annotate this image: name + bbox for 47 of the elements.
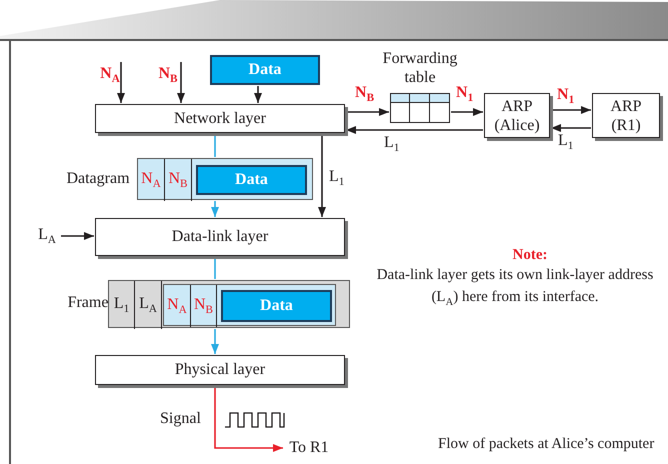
address-label: L$_{A}$ bbox=[34, 223, 60, 249]
arrow bbox=[61, 232, 94, 240]
header-field: L$_{A}$ bbox=[135, 281, 162, 329]
arrow bbox=[177, 62, 185, 103]
arrow bbox=[214, 386, 283, 452]
address-label: N$_{A}$ bbox=[98, 62, 122, 88]
destination-label: To R1 bbox=[284, 438, 334, 458]
arrow bbox=[551, 106, 591, 114]
edge-label: L$_{1}$ bbox=[558, 132, 574, 154]
arrow bbox=[318, 134, 326, 217]
connector-line bbox=[214, 134, 216, 157]
edge-label: N$_{1}$ bbox=[456, 84, 474, 106]
arp-box: ARP (Alice) bbox=[484, 93, 550, 138]
data-block: Data bbox=[196, 165, 307, 195]
note-text: Data-link layer gets its own link-layer address (L$_{A}$) here from its interface. bbox=[376, 266, 654, 310]
arp-box: ARP (R1) bbox=[592, 93, 660, 138]
data-block: Data bbox=[210, 55, 320, 85]
arrow bbox=[551, 124, 591, 132]
header-field: N$_{A}$ bbox=[164, 285, 191, 327]
header-field: N$_{B}$ bbox=[191, 285, 217, 327]
note-heading: Note: bbox=[512, 246, 548, 265]
layer-box: Data-link layer bbox=[95, 218, 345, 256]
arrow bbox=[211, 201, 219, 217]
edge-label: L$_{1}$ bbox=[329, 168, 344, 190]
datagram-box bbox=[163, 284, 336, 326]
edge-label: N$_{1}$ bbox=[557, 86, 574, 108]
header-field: L$_{1}$ bbox=[109, 281, 135, 329]
packet-label: Datagram bbox=[65, 169, 131, 189]
packet-label: Frame bbox=[68, 293, 108, 313]
caption: Flow of packets at Alice’s computer bbox=[438, 436, 654, 453]
layer-box: Physical layer bbox=[95, 355, 345, 385]
edge-label: N$_{B}$ bbox=[355, 84, 374, 106]
arrow bbox=[254, 86, 262, 103]
edge-label: Signal bbox=[160, 410, 201, 428]
edge-label: L$_{1}$ bbox=[384, 134, 400, 156]
data-block: Data bbox=[221, 290, 332, 322]
arrow bbox=[346, 126, 483, 134]
connector-line bbox=[214, 257, 216, 279]
header-field: N$_{B}$ bbox=[165, 159, 192, 201]
header-field: N$_{A}$ bbox=[138, 159, 165, 201]
arrow bbox=[211, 329, 219, 354]
arrow bbox=[451, 108, 483, 116]
arrow bbox=[346, 108, 389, 116]
arrow bbox=[117, 62, 125, 103]
layer-box: Network layer bbox=[95, 104, 345, 133]
table-title: Forwarding table bbox=[382, 49, 458, 86]
address-label: N$_{B}$ bbox=[156, 62, 180, 88]
